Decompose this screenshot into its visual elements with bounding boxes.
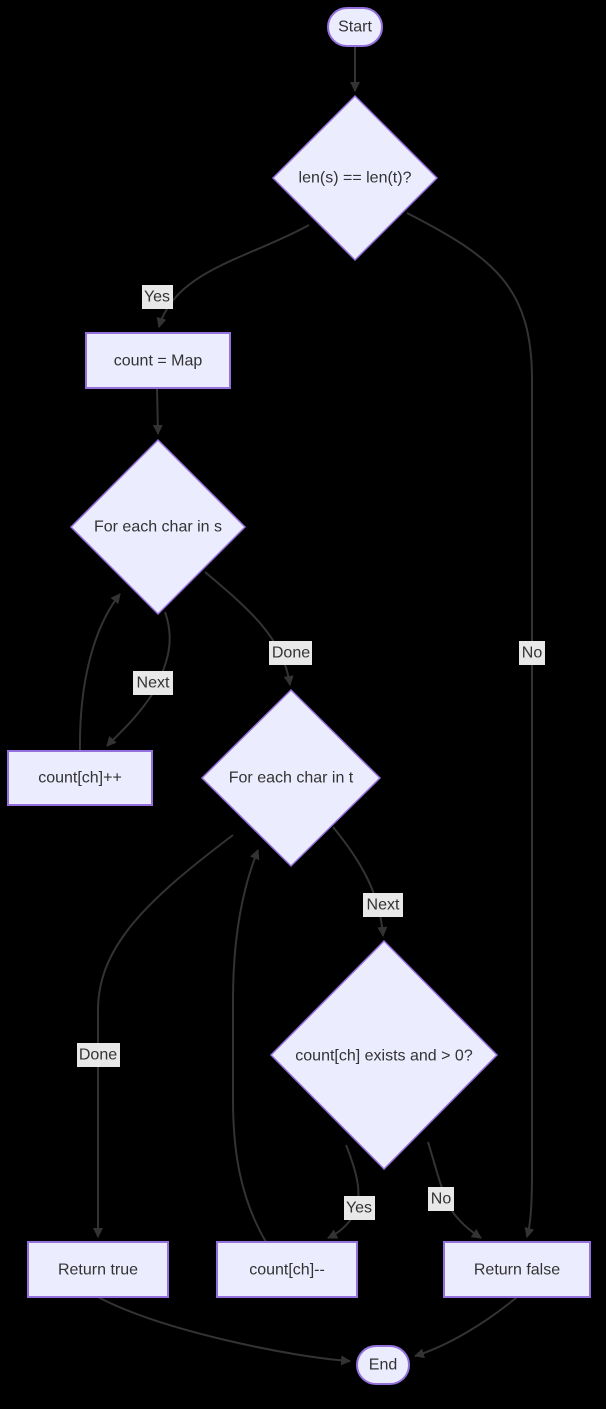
start-shape [327, 7, 383, 47]
edge-countexists-countdec-yes [327, 1144, 360, 1239]
count-dec-shape [216, 1241, 358, 1298]
edge-label-text: Next [367, 897, 400, 914]
for-each-t-shape [200, 688, 382, 868]
node-count-map: count = Map [85, 332, 231, 389]
edge-label-no-top: No [519, 641, 545, 665]
node-for-each-t: For each char in t [200, 688, 382, 868]
count-exists-shape [269, 939, 499, 1171]
edge-label-bg [519, 641, 545, 665]
node-return-true: Return true [27, 1241, 169, 1298]
node-count-exists: count[ch] exists and > 0? [269, 939, 499, 1171]
edge-label-bg [142, 285, 173, 309]
node-start: Start [327, 7, 383, 47]
edge-label-done-t: Done [77, 1043, 120, 1067]
count-inc-shape [7, 750, 153, 806]
edge-label-bg [344, 1196, 375, 1220]
edge-labels: Yes No Next Done Next Done Yes No [77, 285, 545, 1220]
edge-label-text: Yes [144, 289, 170, 306]
edge-label-yes-top: Yes [142, 285, 173, 309]
edge-label-bg [428, 1187, 454, 1211]
count-map-shape [85, 332, 231, 389]
edge-foreachs-foreacht-done [204, 571, 294, 686]
node-count-dec: count[ch]-- [216, 1241, 358, 1298]
end-label: End [369, 1357, 397, 1374]
edge-label-no-check: No [428, 1187, 454, 1211]
count-map-label: count = Map [114, 353, 203, 370]
count-inc-label: count[ch]++ [38, 770, 122, 787]
edge-label-text: Next [137, 675, 170, 692]
edge-returntrue-end [97, 1296, 351, 1366]
edge-foreacht-countexists-next [332, 826, 388, 937]
edge-label-next-t: Next [363, 893, 403, 917]
return-false-shape [443, 1241, 591, 1298]
edge-label-text: No [431, 1191, 452, 1208]
edge-foreacht-returntrue-done [93, 834, 234, 1238]
nodes: Start len(s) == len(t)? count = Map For … [7, 7, 591, 1385]
return-false-label: Return false [474, 1262, 560, 1279]
edge-label-text: Yes [346, 1200, 372, 1217]
edge-lencheck-countmap-yes [156, 224, 310, 328]
edge-countmap-foreachs [152, 387, 163, 435]
edge-label-bg [269, 641, 312, 665]
edge-label-bg [363, 893, 403, 917]
node-count-inc: count[ch]++ [7, 750, 153, 806]
edge-label-text: Done [272, 645, 310, 662]
len-check-shape [271, 94, 439, 262]
edge-countdec-foreacht-return [232, 849, 267, 1243]
node-end: End [356, 1345, 410, 1385]
edges [78, 46, 535, 1366]
return-true-label: Return true [58, 1262, 138, 1279]
node-return-false: Return false [443, 1241, 591, 1298]
edge-countinc-foreachs-return [78, 593, 121, 752]
for-each-s-label: For each char in s [94, 519, 222, 536]
start-label: Start [338, 19, 372, 36]
count-exists-label: count[ch] exists and > 0? [295, 1048, 473, 1065]
edge-label-bg [133, 671, 173, 695]
edge-label-next-s: Next [133, 671, 173, 695]
end-shape [356, 1345, 410, 1385]
edge-label-yes-check: Yes [344, 1196, 375, 1220]
len-check-label: len(s) == len(t)? [299, 170, 412, 187]
edge-label-bg [77, 1043, 120, 1067]
return-true-shape [27, 1241, 169, 1298]
count-dec-label: count[ch]-- [249, 1262, 325, 1279]
edge-returnfalse-end [414, 1296, 518, 1359]
node-for-each-s: For each char in s [69, 438, 247, 616]
edge-label-text: No [522, 645, 543, 662]
edge-label-done-s: Done [269, 641, 312, 665]
node-len-check: len(s) == len(t)? [271, 94, 439, 262]
edge-lencheck-returnfalse-no [406, 212, 535, 1238]
for-each-t-label: For each char in t [229, 770, 354, 787]
for-each-s-shape [69, 438, 247, 616]
edge-label-text: Done [79, 1047, 117, 1064]
